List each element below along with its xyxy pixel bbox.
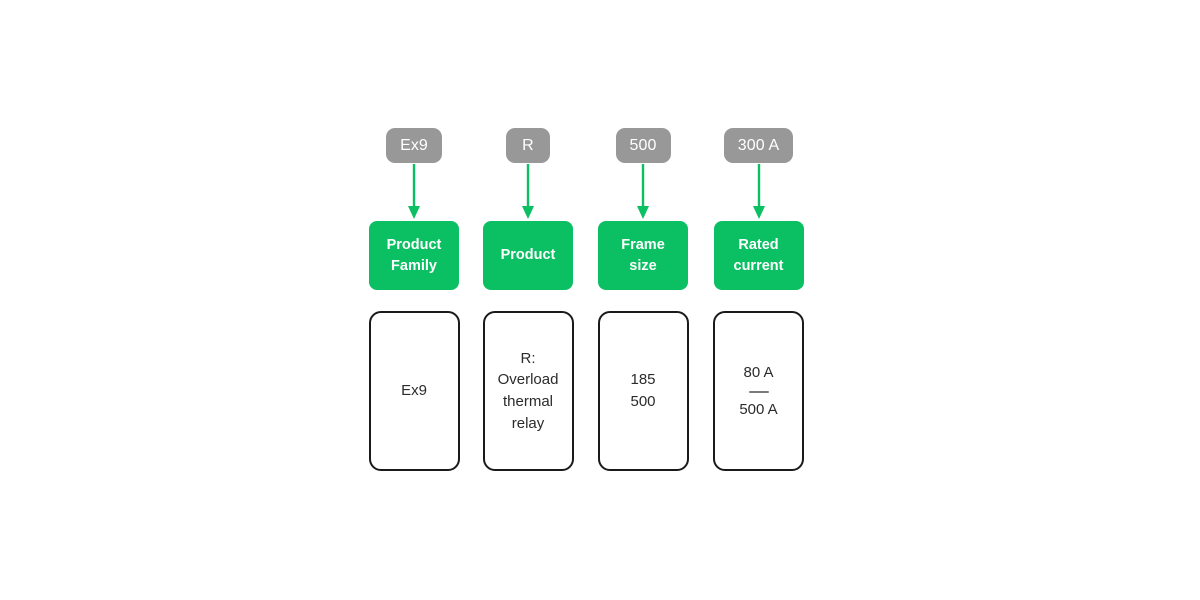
arrow-wrap-3 [635,163,651,221]
label-line: size [629,257,657,274]
detail-line: 500 [630,393,656,410]
detail-line: Overload [497,371,559,389]
diagram-column-product-family: Ex9 Product Family Ex9 [368,128,460,471]
code-pill-3[interactable]: 500 [615,128,671,163]
label-line: Family [391,257,437,274]
label-box-rated-current[interactable]: Rated current [713,221,804,290]
arrow-wrap-2 [520,163,536,221]
detail-box-rated-current: 80 A 500 A [713,311,804,471]
label-line: Frame [621,236,665,253]
detail-line: Ex9 [401,382,427,400]
detail-box-product-family: Ex9 [368,311,460,471]
detail-line: 500 A [739,400,778,418]
down-arrow-icon [408,164,420,219]
detail-line: R: [520,349,536,367]
code-pill-2[interactable]: R [506,128,550,163]
code-pill-1[interactable]: Ex9 [386,128,442,163]
diagram-columns: Ex9 Product Family Ex9 R [368,128,804,471]
detail-box-frame-size: 185 500 [597,311,689,471]
arrow-wrap-4 [751,163,767,221]
detail-line: 80 A [743,363,774,381]
code-pill-4[interactable]: 300 A [723,128,794,163]
diagram-column-product: R Product R: Overload thermal relay [482,128,574,471]
label-line: Rated [738,236,779,253]
down-arrow-icon [637,164,649,219]
detail-line: 185 [630,371,656,389]
diagram-column-rated-current: 300 A Rated current 80 A 500 A [713,128,804,471]
detail-line: thermal [502,393,554,410]
label-box-product[interactable]: Product [483,221,573,290]
detail-line: relay [511,414,545,432]
down-arrow-icon [522,164,534,219]
range-dash-icon [748,390,769,393]
label-box-frame-size[interactable]: Frame size [598,221,688,290]
label-line: Product [386,236,442,253]
label-box-product-family[interactable]: Product Family [369,221,459,290]
down-arrow-icon [752,164,765,219]
arrow-wrap-1 [406,163,422,221]
label-line: current [733,257,784,274]
diagram-column-frame-size: 500 Frame size 185 500 [597,128,689,471]
label-line: Product [500,247,556,264]
detail-box-product: R: Overload thermal relay [482,311,574,471]
